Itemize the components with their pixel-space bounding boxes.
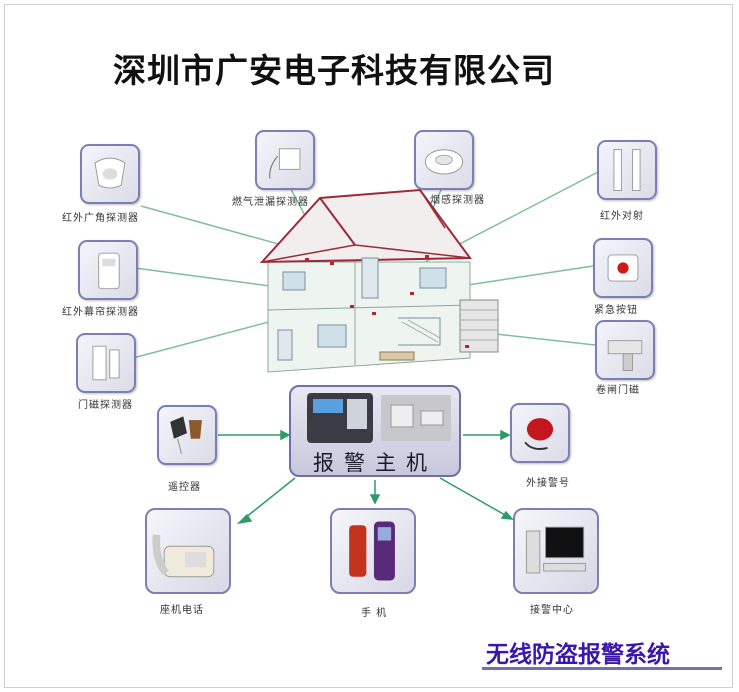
smoke-detector-tile [414,130,474,190]
landline-phone-tile [145,508,231,594]
remote-control-icon [170,416,202,454]
smoke-detector-label: 烟感探测器 [430,195,485,206]
mobile-phone-icon [349,521,395,581]
landline-phone-icon [152,534,215,578]
door-sensor-label: 门磁探测器 [78,400,133,411]
mobile-phone-tile [330,508,416,594]
siren-icon [524,418,554,450]
alarm-center-label: 接警中心 [530,605,574,616]
ir-curtain-detector-label: 红外幕帘探测器 [62,307,139,318]
ir-beam-tile [597,140,657,200]
alarm-host-icon [307,393,451,443]
siren-label: 外接警号 [526,478,570,489]
ir-wide-detector-tile [80,144,140,204]
gas-detector-tile [255,130,315,190]
siren-tile [510,403,570,463]
alarm-center-tile [513,508,599,594]
ir-beam-icon [613,149,641,191]
panic-button-label: 紧急按钮 [594,305,638,316]
landline-phone-label: 座机电话 [160,605,204,616]
curtain-detector-icon [98,252,120,290]
company-title: 深圳市广安电子科技有限公司 [113,51,555,90]
footer-banner: 无线防盗报警系统 [482,634,722,670]
shutter-sensor-icon [607,340,643,371]
footer-title: 无线防盗报警系统 [486,642,670,668]
mobile-phone-label: 手 机 [361,608,388,619]
ir-wide-detector-label: 红外广角探测器 [62,213,139,224]
remote-control-tile [157,405,217,465]
gas-detector-icon [269,148,301,179]
alarm-host-panel: 报警主机 [289,385,461,477]
ir-beam-label: 红外对射 [600,211,644,222]
shutter-sensor-tile [595,320,655,380]
gas-detector-label: 燃气泄漏探测器 [232,197,309,208]
alarm-host-label: 报警主机 [313,451,437,475]
house-illustration [259,188,499,373]
image-frame [4,4,733,688]
ir-detector-icon [94,157,126,189]
computer-icon [525,526,587,574]
shutter-sensor-label: 卷闸门磁 [596,385,640,396]
door-sensor-icon [92,345,120,381]
panic-button-tile [593,238,653,298]
panic-button-icon [607,254,639,282]
smoke-detector-icon [424,149,464,175]
door-sensor-tile [76,333,136,393]
ir-curtain-detector-tile [78,240,138,300]
remote-control-label: 遥控器 [168,482,201,493]
